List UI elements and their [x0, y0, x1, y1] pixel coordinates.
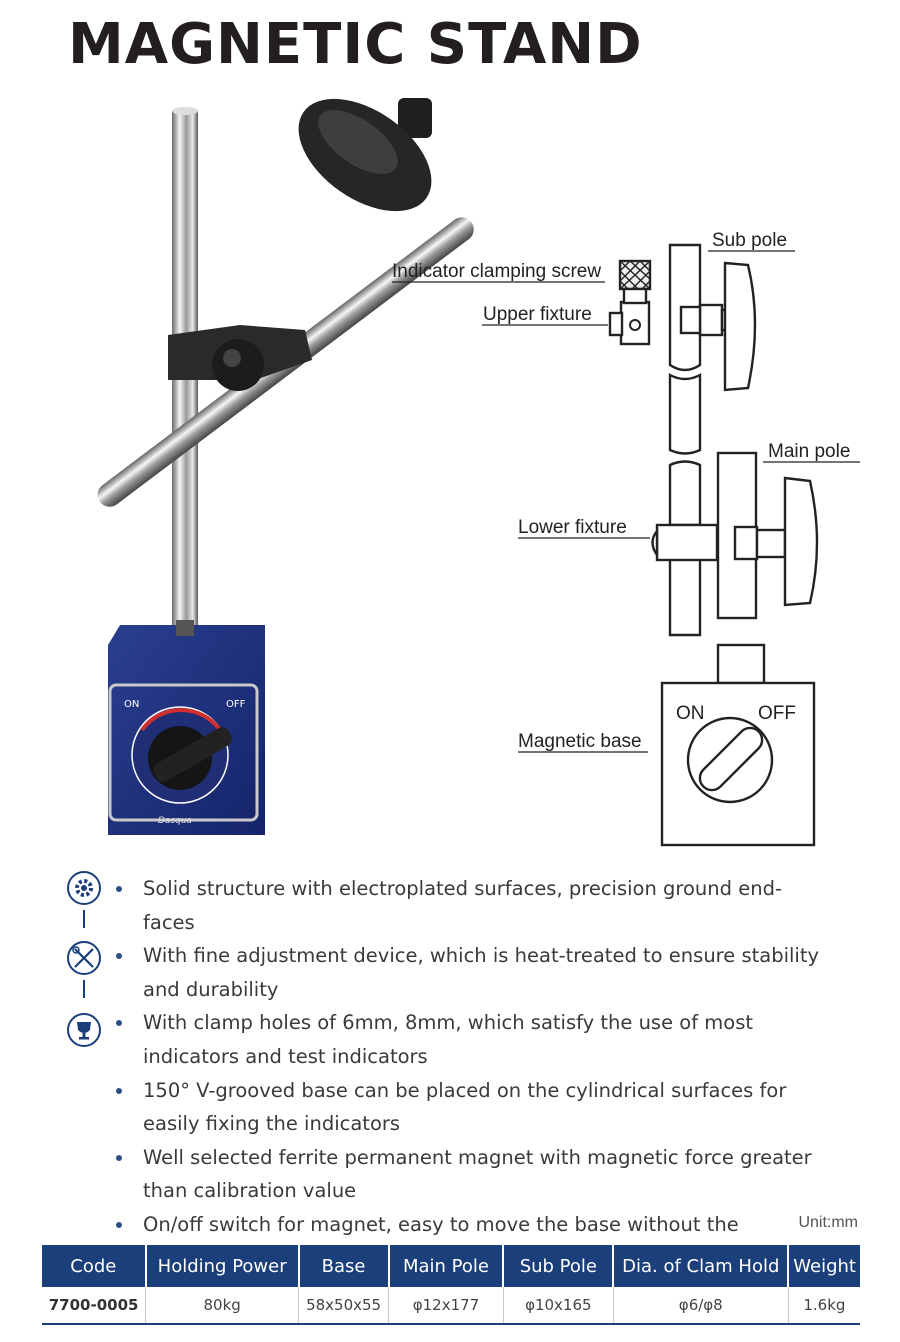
- unit-label: Unit:mm: [798, 1214, 858, 1231]
- table-header-row: Code Holding Power Base Main Pole Sub Po…: [42, 1245, 860, 1287]
- gear-icon: [67, 871, 101, 905]
- dial-off-label: OFF: [226, 699, 246, 710]
- clamp-knob: [212, 339, 264, 391]
- cell-base: 58x50x55: [298, 1287, 390, 1325]
- col-header: Base: [298, 1245, 390, 1287]
- feature-item: With clamp holes of 6mm, 8mm, which sati…: [110, 1006, 830, 1073]
- label-lower-fixture: Lower fixture: [518, 517, 627, 538]
- cell-clamp-hold: φ6/φ8: [613, 1287, 789, 1325]
- label-main-pole: Main pole: [768, 441, 850, 462]
- page-title: MAGNETIC STAND: [68, 12, 643, 77]
- spec-table: Code Holding Power Base Main Pole Sub Po…: [42, 1245, 860, 1325]
- label-upper-fixture: Upper fixture: [483, 304, 592, 325]
- feature-item: Solid structure with electroplated surfa…: [110, 872, 830, 939]
- label-on: ON: [676, 703, 705, 724]
- table-row: 7700-0005 80kg 58x50x55 φ12x177 φ10x165 …: [42, 1287, 860, 1325]
- feature-item: Well selected ferrite permanent magnet w…: [110, 1141, 830, 1208]
- product-photo: ON OFF Dasqua: [97, 98, 474, 835]
- label-off: OFF: [758, 703, 796, 724]
- cell-main-pole: φ12x177: [388, 1287, 504, 1325]
- label-indicator-clamping-screw: Indicator clamping screw: [392, 261, 601, 282]
- tools-icon: [67, 941, 101, 975]
- col-header: Holding Power: [145, 1245, 300, 1287]
- brand-logo: Dasqua: [158, 816, 192, 826]
- feature-list: Solid structure with electroplated surfa…: [110, 872, 830, 1275]
- label-sub-pole: Sub pole: [712, 230, 787, 251]
- feature-icons: [67, 871, 101, 1047]
- trophy-icon: [67, 1013, 101, 1047]
- cell-sub-pole: φ10x165: [503, 1287, 614, 1325]
- col-header: Weight: [788, 1245, 860, 1287]
- cell-holding-power: 80kg: [145, 1287, 300, 1325]
- parts-diagram: Sub pole Indicator clamping screw Upper …: [392, 230, 860, 847]
- col-header: Main Pole: [388, 1245, 505, 1287]
- col-header: Sub Pole: [503, 1245, 615, 1287]
- col-header: Dia. of Clam Hold: [613, 1245, 790, 1287]
- col-header: Code: [42, 1245, 147, 1287]
- dial-on-label: ON: [124, 699, 139, 710]
- label-magnetic-base: Magnetic base: [518, 731, 642, 752]
- feature-item: 150° V-grooved base can be placed on the…: [110, 1074, 830, 1141]
- feature-item: With fine adjustment device, which is he…: [110, 939, 830, 1006]
- cell-weight: 1.6kg: [788, 1287, 860, 1325]
- cell-code: 7700-0005: [42, 1287, 147, 1325]
